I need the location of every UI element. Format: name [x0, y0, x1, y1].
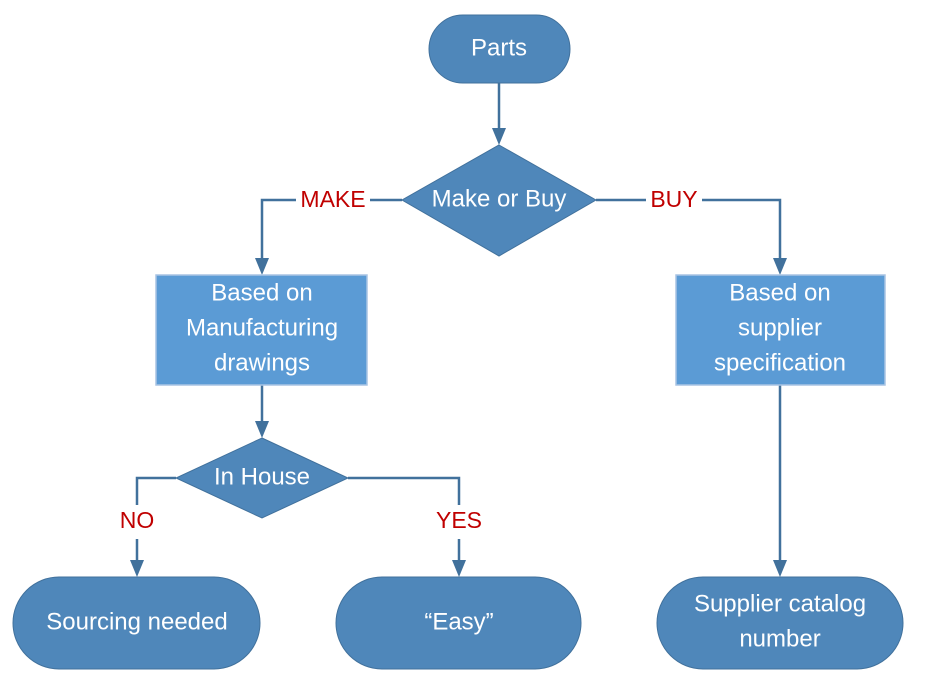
process-shape — [155, 274, 368, 386]
node-catalog-line-1: Supplier catalog — [694, 590, 866, 617]
node-manufacturing-line-1: Based on — [211, 279, 312, 306]
node-supplier-spec-line-3: specification — [714, 349, 846, 376]
label-bg — [646, 186, 702, 214]
arrowhead-icon — [130, 560, 144, 577]
node-manufacturing-line-3: drawings — [214, 349, 310, 376]
terminal-shape — [335, 576, 582, 670]
process-shape — [675, 274, 886, 386]
arrowhead-icon — [452, 560, 466, 577]
arrowhead-icon — [773, 258, 787, 275]
label-bg — [296, 186, 370, 214]
node-easy[interactable]: “Easy” — [335, 576, 582, 670]
edge-label-no: NO — [120, 507, 155, 533]
arrowhead-icon — [773, 560, 787, 577]
edge-label-make: MAKE — [300, 186, 365, 212]
node-parts[interactable]: Parts — [428, 14, 571, 84]
node-sourcing[interactable]: Sourcing needed — [12, 576, 261, 670]
edge-label-buy: BUY — [650, 186, 697, 212]
node-supplier-spec-line-2: supplier — [738, 314, 822, 341]
terminal-shape — [428, 14, 571, 84]
node-make-or-buy-label: Make or Buy — [432, 185, 567, 212]
node-make-or-buy[interactable]: Make or Buy — [400, 144, 598, 257]
node-in-house-label: In House — [214, 463, 310, 490]
node-catalog-line-2: number — [739, 625, 820, 652]
node-manufacturing[interactable]: Based on Manufacturing drawings — [155, 274, 368, 386]
node-parts-label: Parts — [471, 34, 527, 61]
terminal-shape — [656, 576, 904, 670]
label-bg — [430, 505, 488, 539]
node-supplier-spec-line-1: Based on — [729, 279, 830, 306]
node-easy-label: “Easy” — [424, 608, 493, 635]
decision-shape — [174, 437, 350, 519]
decision-shape — [400, 144, 598, 257]
node-in-house[interactable]: In House — [174, 437, 350, 519]
terminal-shape — [12, 576, 261, 670]
node-supplier-spec[interactable]: Based on supplier specification — [675, 274, 886, 386]
arrowhead-icon — [492, 128, 506, 145]
arrowhead-icon — [255, 258, 269, 275]
arrowhead-icon — [255, 421, 269, 438]
node-catalog[interactable]: Supplier catalog number — [656, 576, 904, 670]
node-sourcing-label: Sourcing needed — [46, 608, 227, 635]
label-bg — [110, 505, 164, 539]
connectors — [110, 83, 787, 577]
edge-label-yes: YES — [436, 507, 482, 533]
node-manufacturing-line-2: Manufacturing — [186, 314, 338, 341]
